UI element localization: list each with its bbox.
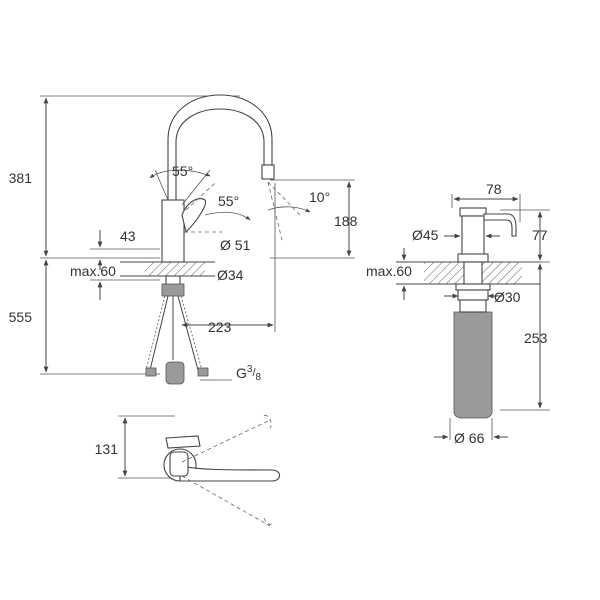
dim-bottle-diameter: Ø 66 — [454, 430, 485, 446]
faucet-side-view: 381 555 55° 55° 10° 188 43 Ø 51 max.60 Ø… — [9, 94, 358, 385]
dim-dispenser-hole-diameter: Ø30 — [494, 289, 521, 305]
dim-lever-height: 43 — [120, 228, 136, 244]
dim-dispenser-counter-thickness: max.60 — [366, 263, 412, 279]
dim-spout-height: 188 — [334, 213, 358, 229]
dim-hole-diameter: Ø34 — [217, 267, 244, 283]
dim-counter-thickness: max.60 — [70, 263, 116, 279]
dim-bottle-depth: 253 — [524, 330, 548, 346]
dim-lever-angle: 55° — [218, 193, 239, 209]
dim-base-diameter: Ø 51 — [220, 237, 251, 253]
dim-head-diameter: Ø45 — [412, 227, 439, 243]
dim-below-counter: 555 — [9, 309, 33, 325]
dim-total-height: 381 — [9, 170, 33, 186]
dim-connection: G3/8 — [236, 364, 262, 383]
dim-reach: 223 — [208, 319, 232, 335]
dim-head-height: 77 — [532, 227, 548, 243]
faucet-plan-view: 131 — [95, 415, 281, 527]
dim-spray-angle: 10° — [309, 189, 330, 205]
dim-plan-depth: 131 — [95, 441, 119, 457]
soap-dispenser-view: 78 Ø45 77 max.60 Ø30 253 Ø 66 — [366, 181, 550, 446]
dim-spout-angle: 55° — [172, 163, 193, 179]
dim-nozzle-reach: 78 — [486, 181, 502, 197]
